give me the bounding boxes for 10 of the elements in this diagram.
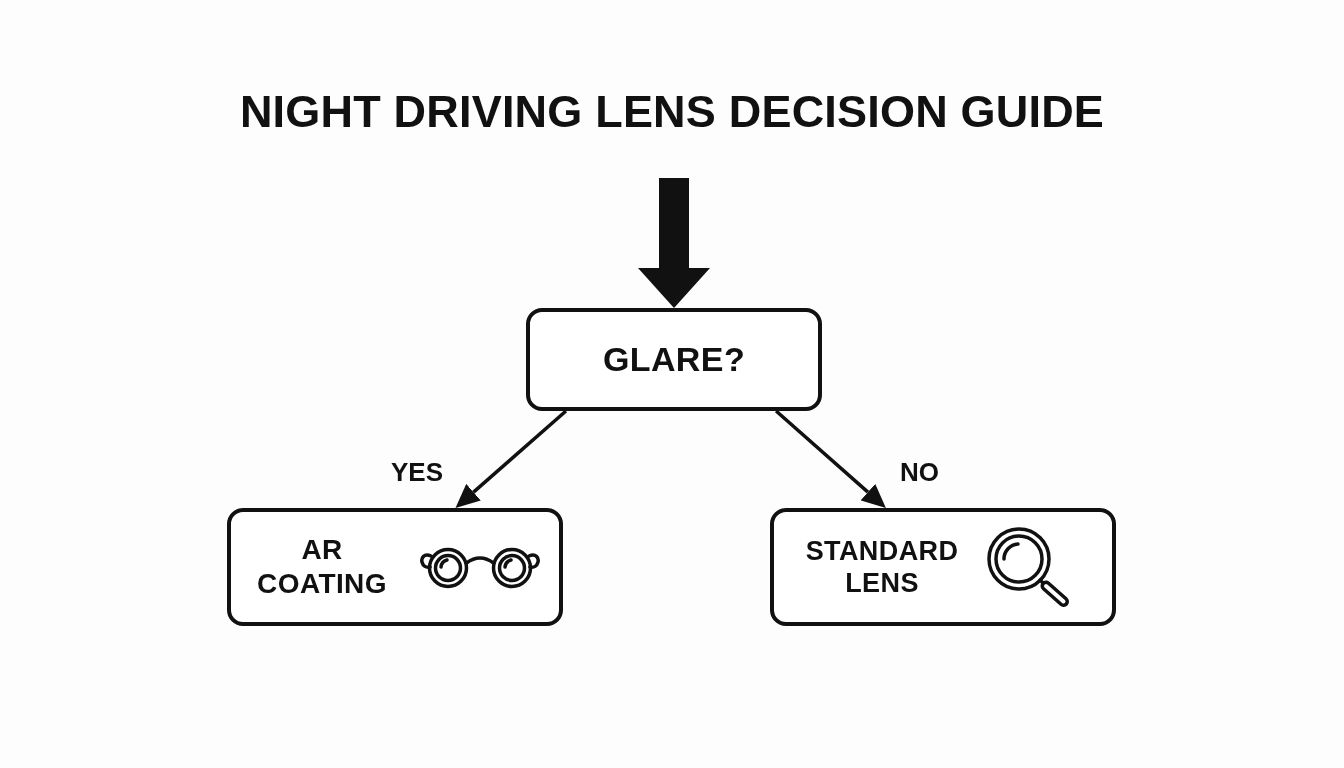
result-box (770, 508, 1116, 626)
arrow (455, 409, 568, 508)
result-text: AR COATING (256, 533, 388, 601)
arrow (638, 178, 710, 308)
decision-box (526, 308, 822, 411)
result-box (227, 508, 563, 626)
question-text: GLARE? (602, 339, 746, 380)
result-text: STANDARD LENS (804, 535, 960, 599)
arrow (774, 409, 886, 508)
title: NIGHT DRIVING LENS DECISION GUIDE (239, 86, 1105, 138)
